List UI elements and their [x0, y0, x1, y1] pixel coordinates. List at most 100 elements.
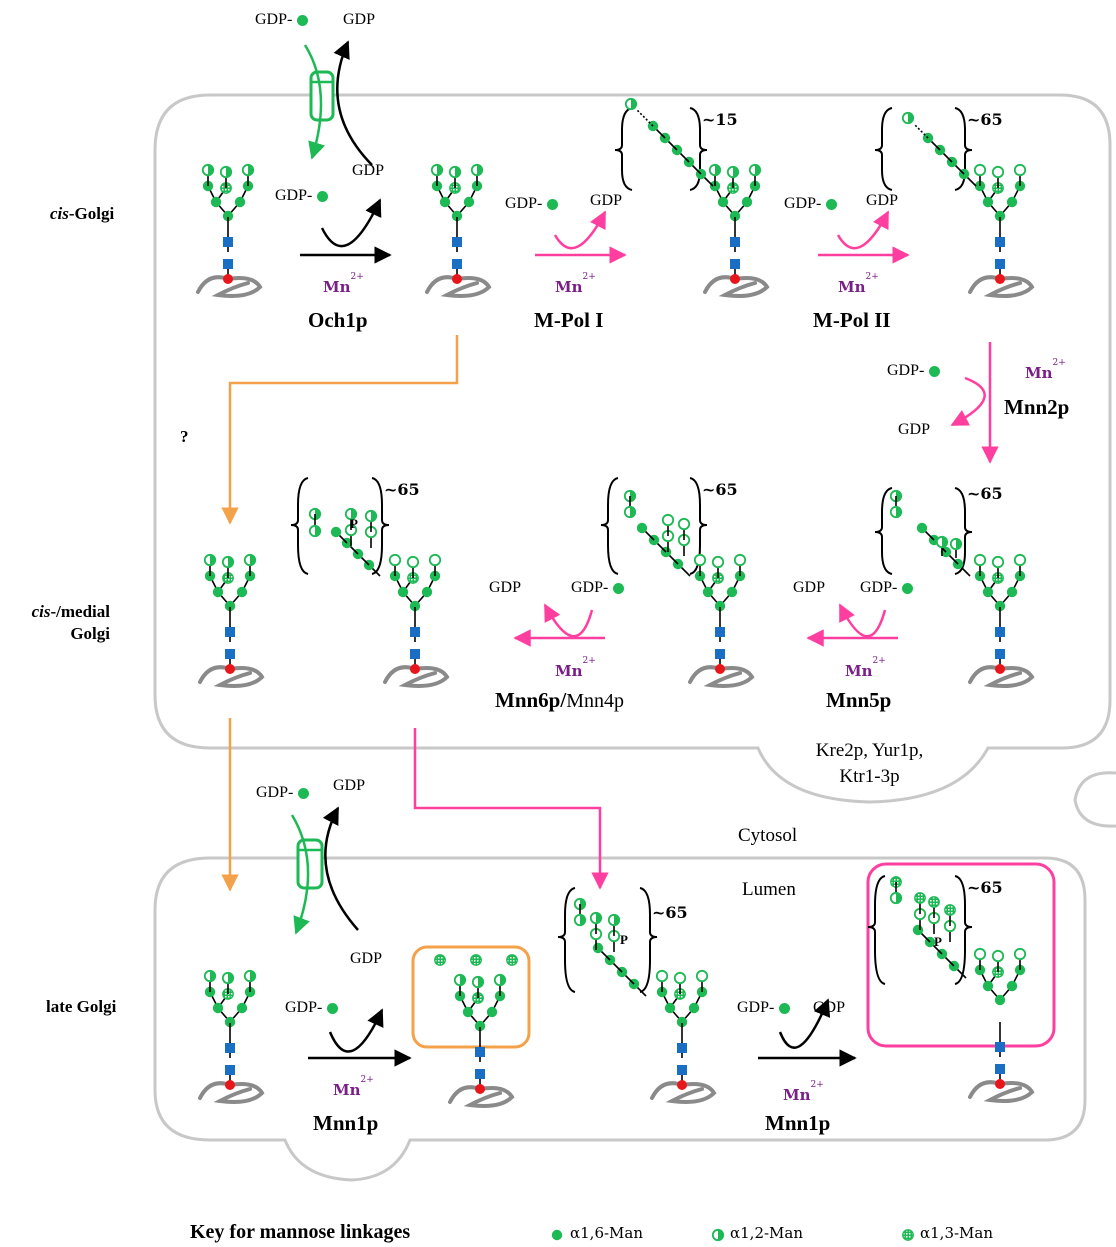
mannose-a16-icon — [397, 586, 409, 598]
pink-path-medial-to-late — [413, 728, 609, 890]
mnn1p-reaction-arrow-right — [758, 998, 857, 1067]
mannose-a16-icon — [1006, 586, 1018, 598]
protein-backbone — [448, 1085, 515, 1108]
mannose-open-icon — [388, 553, 402, 567]
mannose-a12-half — [580, 898, 586, 910]
mannose-a16-icon — [210, 196, 222, 208]
mannose-a16-icon — [212, 1002, 224, 1014]
glycan-structures — [196, 97, 1035, 1108]
mannose-dot-icon — [317, 190, 329, 202]
asparagine-icon — [730, 274, 740, 284]
enzyme-mnn6p-mnn4p: Mnn6p/Mnn4p — [495, 688, 624, 712]
mannose-open-icon — [1013, 163, 1027, 177]
enzyme-mpol1: M-Pol I — [534, 308, 604, 332]
mannose-dot-icon — [297, 14, 309, 26]
key-symbols — [551, 1228, 914, 1242]
mn-mnn1p-right: Mn2+ — [783, 1080, 824, 1104]
mannose-a16-icon — [451, 210, 463, 222]
protein-backbone — [650, 1081, 717, 1104]
mannose-a12-half — [210, 554, 216, 566]
bracket-left-mpol2 — [874, 107, 893, 191]
mannose-a12-half — [455, 166, 461, 178]
gdp-mpol2: GDP — [866, 192, 899, 209]
enzymes-kre-yur-ktr: Kre2p, Yur1p,Ktr1-3p — [815, 740, 924, 787]
mannose-a16-icon — [636, 522, 648, 534]
mannose-a12-half — [477, 164, 483, 176]
mannose-a13-icon — [506, 954, 518, 966]
mannose-a16-icon — [1006, 196, 1018, 208]
glcnac-icon — [995, 259, 1005, 269]
mannose-dot-icon — [929, 365, 941, 377]
gdp-man-mpol2: GDP- — [784, 196, 838, 212]
glcnac-icon — [225, 649, 235, 659]
mannose-a12-half — [956, 538, 962, 550]
mannose-a16-icon — [234, 196, 246, 208]
mannose-a16-icon — [688, 1002, 700, 1014]
asparagine-icon — [225, 1080, 235, 1090]
mannose-open-icon — [695, 969, 709, 983]
mannose-a12-half — [210, 970, 216, 982]
gdp-man-top-transporter: GDP- — [255, 12, 309, 28]
mannose-a16-icon — [421, 586, 433, 598]
mannose-open-icon — [655, 969, 669, 983]
mannose-a12-half — [250, 970, 256, 982]
mannose-a16-icon — [912, 924, 924, 936]
mannose-a12-half — [315, 508, 321, 520]
mannose-dot-icon — [779, 1002, 791, 1014]
mannose-a16-icon — [982, 586, 994, 598]
enzyme-och1p: Och1p — [308, 308, 368, 332]
mnn1p-product-box-pink — [866, 862, 1056, 1048]
glcnac-icon — [677, 1043, 687, 1053]
gdp-mnn2p: GDP — [898, 421, 931, 438]
asparagine-icon — [410, 664, 420, 674]
mannose-open-icon — [991, 949, 1005, 963]
mannose-a12-half — [248, 164, 254, 176]
mannose-a16-icon — [702, 586, 714, 598]
gdp-mnn1p-right: GDP — [813, 999, 846, 1016]
mannose-a16-icon — [463, 196, 475, 208]
key-item-a13: α1,3-Man — [920, 1224, 994, 1242]
key-item-a16: α1,6-Man — [570, 1224, 644, 1242]
mannose-a16-icon — [982, 196, 994, 208]
mannose-a16-icon — [486, 1006, 498, 1018]
phosphate-late-b: P — [934, 934, 942, 949]
glcnac-icon — [995, 237, 1005, 247]
protein-backbone — [688, 665, 755, 688]
mannose-open-icon — [1013, 553, 1027, 567]
asparagine-icon — [223, 274, 233, 284]
asparagine-icon — [475, 1084, 485, 1094]
glcnac-icon — [730, 237, 740, 247]
mn-mnn5p: Mn2+ — [845, 656, 886, 680]
enzyme-mnn1p-right: Mnn1p — [765, 1111, 831, 1135]
bracket-left-mnn6p — [290, 477, 309, 575]
gdp-man-mnn5p: GDP- — [860, 580, 914, 596]
mannose-open-icon — [428, 553, 442, 567]
glcnac-icon — [730, 259, 740, 269]
mannose-a16-icon — [916, 522, 928, 534]
mannose-dot-icon — [902, 582, 914, 594]
mannose-a12-half — [478, 976, 484, 988]
gdp-bottom-transporter: GDP — [333, 777, 366, 794]
mannose-a16-icon — [212, 586, 224, 598]
asparagine-icon — [225, 664, 235, 674]
label-cis-medial-golgi: cis-/medial Golgi — [31, 602, 110, 644]
mannose-a16-icon — [726, 586, 738, 598]
mannose-dot-icon — [327, 1002, 339, 1014]
key-item-a12: α1,2-Man — [730, 1224, 804, 1242]
enzyme-mpol2: M-Pol II — [813, 308, 891, 332]
protein-backbone — [703, 275, 770, 298]
gdp-man-mnn1p-left: GDP- — [285, 1000, 339, 1016]
mannose-a16-icon — [474, 1020, 486, 1032]
mpol1-reaction-arrow — [535, 210, 627, 264]
glcnac-icon — [452, 259, 462, 269]
budding-vesicle — [1073, 771, 1116, 828]
mannose-a16-icon — [729, 210, 741, 222]
mannose-open-icon — [406, 555, 420, 569]
mannose-a12-half — [896, 892, 902, 904]
mannose-a12-half — [208, 164, 214, 176]
mannose-open-icon — [673, 971, 687, 985]
bracket-right-mnn2p — [954, 487, 973, 575]
mannose-open-icon — [973, 947, 987, 961]
asparagine-icon — [452, 274, 462, 284]
mannose-a16-icon — [330, 526, 342, 538]
